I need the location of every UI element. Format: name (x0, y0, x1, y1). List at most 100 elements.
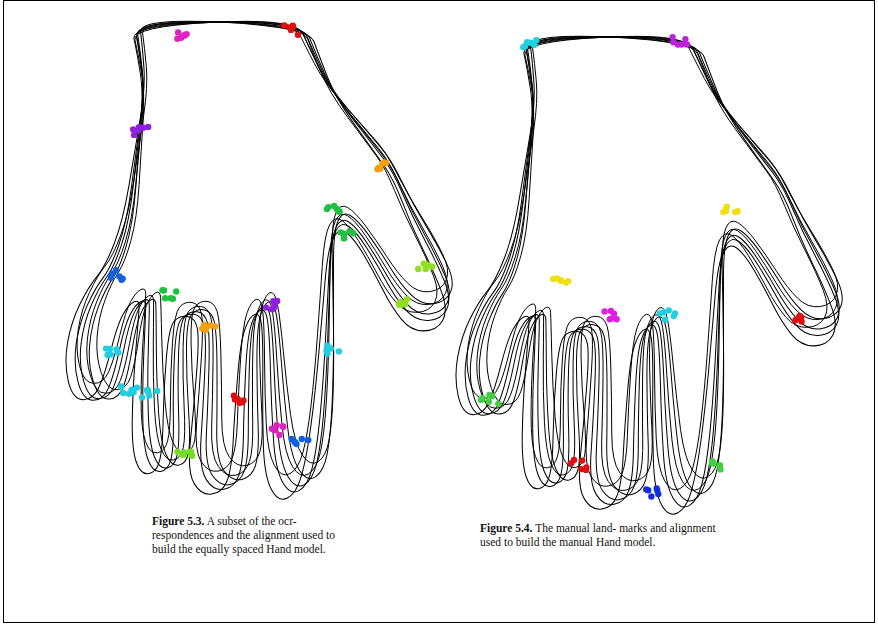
landmark-dot (531, 42, 537, 48)
landmark-dot (732, 209, 738, 215)
hand-outline (470, 37, 839, 501)
landmark-dot (670, 39, 676, 45)
landmark-dot (522, 43, 528, 49)
landmark-dot (269, 306, 275, 312)
landmark-dot (331, 203, 337, 209)
landmark-dot (288, 27, 294, 33)
landmark-dot (239, 399, 245, 405)
landmark-dot (578, 466, 584, 472)
landmark-dot (168, 295, 174, 301)
landmark-dot (568, 460, 574, 466)
hand-outline (463, 32, 837, 494)
hand-outline (80, 11, 457, 475)
landmark-dot (678, 41, 684, 47)
landmark-dot (120, 390, 126, 396)
hand-outline (468, 29, 849, 501)
landmark-dot (180, 452, 186, 458)
landmark-dot (335, 208, 341, 214)
landmark-dot (495, 401, 501, 407)
landmark-dot (173, 288, 179, 294)
landmark-dot (557, 277, 563, 283)
landmark-dot (144, 387, 150, 393)
landmark-dot (299, 436, 305, 442)
figure-caption: Figure 5.4. The manual land- marks and a… (480, 521, 735, 549)
landmark-dot (212, 323, 218, 329)
landmark-dot (154, 388, 160, 394)
hand-outline (59, 15, 460, 507)
landmark-dot (305, 437, 311, 443)
landmark-dot (131, 132, 137, 138)
landmark-dot (666, 307, 672, 313)
landmark-dot (183, 31, 189, 37)
landmark-dot (201, 322, 207, 328)
hand-outline (80, 22, 449, 486)
landmark-dot (720, 209, 726, 215)
figure-number: Figure 5.4. (480, 522, 533, 534)
landmark-dot (710, 460, 716, 466)
figure-frame (4, 1, 875, 623)
landmark-dot (232, 396, 238, 402)
landmark-dot (662, 317, 668, 323)
hand-outline (78, 14, 459, 486)
landmark-dot (104, 352, 110, 358)
landmark-dot (113, 346, 119, 352)
landmark-dot (346, 228, 352, 234)
landmark-dot (682, 36, 688, 42)
landmark-dot (648, 493, 654, 499)
landmark-dot (295, 32, 301, 38)
hand-outline (470, 26, 847, 490)
landmark-dot (276, 432, 282, 438)
figure-caption: Figure 5.3. A subset of the ocr- respond… (152, 514, 342, 556)
landmark-dot (103, 345, 109, 351)
landmark-dot (613, 316, 619, 322)
landmark-dot (280, 424, 286, 430)
landmark-dot (323, 348, 329, 354)
landmark-dot (489, 393, 495, 399)
landmark-dot (717, 466, 723, 472)
landmark-dot (645, 487, 651, 493)
landmark-dot (377, 166, 383, 172)
landmark-dot (178, 35, 184, 41)
landmark-dot (162, 295, 168, 301)
landmark-dot (671, 313, 677, 319)
landmark-dot (381, 159, 387, 165)
hand-outline (449, 30, 850, 522)
landmark-dot (655, 491, 661, 497)
landmark-dot (579, 457, 585, 463)
figure-number: Figure 5.3. (152, 515, 205, 527)
hand-outline (73, 17, 447, 479)
landmark-dot (797, 313, 803, 319)
landmark-dot (136, 124, 142, 130)
landmark-dot (274, 422, 280, 428)
landmark-dot (654, 485, 660, 491)
landmark-dot (415, 266, 421, 272)
landmark-dot (608, 315, 614, 321)
landmark-dot (174, 448, 180, 454)
landmark-dot (159, 287, 165, 293)
landmark-dot (116, 273, 122, 279)
landmark-dot (293, 441, 299, 447)
landmark-dot (109, 270, 115, 276)
landmark-dot (798, 318, 804, 324)
landmark-dot (189, 453, 195, 459)
landmark-dot (338, 229, 344, 235)
landmark-dot (139, 394, 145, 400)
landmark-dot (131, 389, 137, 395)
landmark-dot (429, 264, 435, 270)
landmark-dot (263, 304, 269, 310)
landmark-dot (118, 383, 124, 389)
landmark-dot (479, 395, 485, 401)
landmark-dot (280, 423, 286, 429)
landmark-dot (550, 276, 556, 282)
landmark-dot (399, 300, 405, 306)
landmark-dot (601, 308, 607, 314)
landmark-dot (608, 308, 614, 314)
landmark-dot (175, 29, 181, 35)
landmark-dot (145, 387, 151, 393)
landmark-dot (336, 348, 342, 354)
landmark-dot (657, 310, 663, 316)
landmark-dot (281, 22, 287, 28)
landmark-dot (486, 399, 492, 405)
landmark-dot (324, 206, 330, 212)
